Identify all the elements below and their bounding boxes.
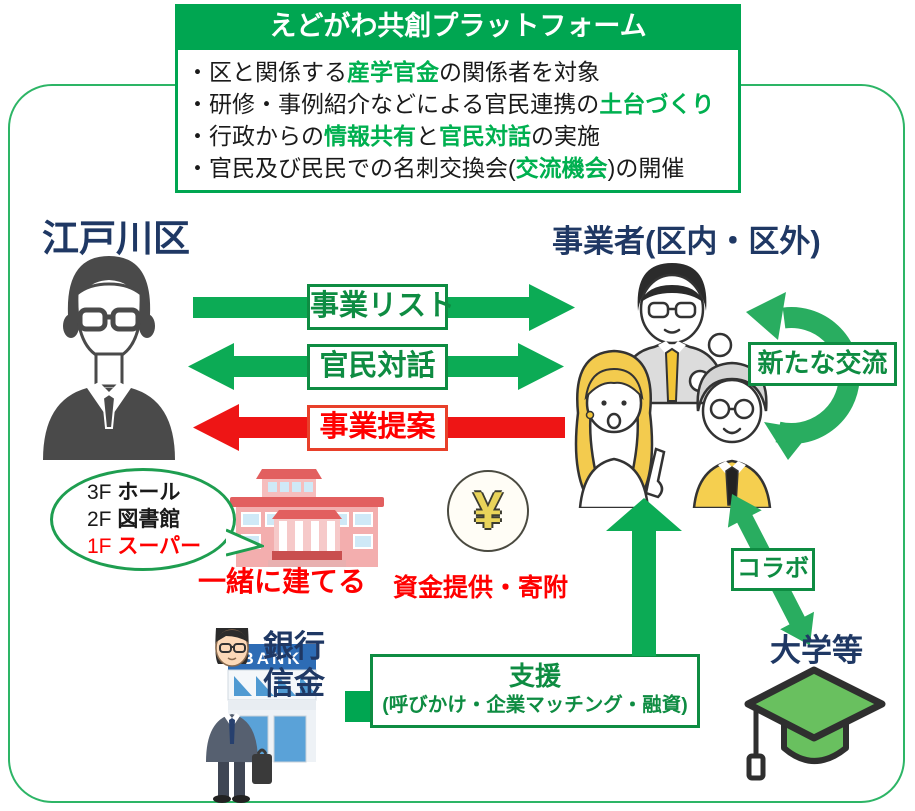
text-segment: と <box>416 123 439 149</box>
text-segment: 官民対話 <box>439 123 531 149</box>
new-exchange-label: 新たな交流 <box>748 342 897 386</box>
ward-official-icon <box>43 256 175 460</box>
support-subtitle: (呼びかけ・企業マッチング・融資) <box>382 694 688 716</box>
platform-bullets: ・区と関係する産学官金の関係者を対象 ・研修・事例紹介などによる官民連携の土台づ… <box>175 47 741 193</box>
text-segment: ・研修・事例紹介などによる官民連携の <box>186 91 600 117</box>
text-segment: 図書館 <box>117 508 181 531</box>
text-segment: の実施 <box>531 123 600 149</box>
bubble-line: 2F 図書館 <box>87 506 233 533</box>
platform-title: えどがわ共創プラットフォーム <box>175 4 741 47</box>
yen-symbol: ¥ <box>473 482 503 540</box>
banker-man <box>206 628 272 803</box>
text-segment: 2F <box>87 508 118 531</box>
bullet-line: ・研修・事例紹介などによる官民連携の土台づくり <box>186 88 732 120</box>
yen-coin-icon: ¥ <box>447 470 529 552</box>
text-segment: ホール <box>117 481 181 504</box>
operators-label: 事業者(区内・区外) <box>552 224 821 259</box>
dialogue-label: 官民対話 <box>307 344 448 390</box>
support-up-arrow <box>606 498 682 656</box>
facility-floors-bubble: 3F ホール 2F 図書館 1F スーパー <box>50 468 236 571</box>
text-segment: 交流機会 <box>515 155 608 181</box>
text-segment: 産学官金 <box>347 59 439 85</box>
bank-label: 銀行 信金 <box>252 628 336 702</box>
support-box: 支援 (呼びかけ・企業マッチング・融資) <box>370 654 700 728</box>
funding-caption: 資金提供・寄附 <box>393 574 569 602</box>
text-segment: )の開催 <box>607 155 685 181</box>
text-segment: ・行政からの <box>186 123 324 149</box>
text-segment: ・官民及び民民での名刺交換会( <box>186 155 516 181</box>
text-segment: 1F <box>87 535 118 558</box>
bubble-tail <box>226 528 264 557</box>
bank-label-line2: 信金 <box>263 666 325 701</box>
bank-sign: BANK <box>241 649 302 668</box>
text-segment: 土台づくり <box>599 91 715 117</box>
bullet-line: ・行政からの情報共有と官民対話の実施 <box>186 120 732 152</box>
bank-label-line1: 銀行 <box>263 629 325 664</box>
bullet-line: ・区と関係する産学官金の関係者を対象 <box>186 56 732 88</box>
text-segment: 3F <box>87 481 118 504</box>
bullet-line: ・官民及び民民での名刺交換会(交流機会)の開催 <box>186 152 732 184</box>
graduation-cap-icon <box>744 666 886 781</box>
support-title: 支援 <box>508 661 561 691</box>
woman <box>574 349 666 508</box>
bubble-line: 3F ホール <box>87 479 233 506</box>
bubble-line: 1F スーパー <box>87 533 233 560</box>
banker-and-bank-icon: BANK <box>206 628 317 803</box>
build-together-caption: 一緒に建てる <box>198 566 367 597</box>
text-segment: 情報共有 <box>324 123 416 149</box>
proposal-label: 事業提案 <box>307 405 448 451</box>
text-segment: スーパー <box>117 535 202 558</box>
university-label: 大学等 <box>770 633 863 668</box>
text-segment: の関係者を対象 <box>439 59 600 85</box>
business-people-icon <box>574 263 772 508</box>
text-segment: ・区と関係する <box>186 59 347 85</box>
business-list-label: 事業リスト <box>307 284 455 330</box>
facility-building-icon <box>230 469 384 567</box>
older-man <box>688 361 772 508</box>
collab-label: コラボ <box>731 548 815 591</box>
ward-label: 江戸川区 <box>42 218 190 259</box>
